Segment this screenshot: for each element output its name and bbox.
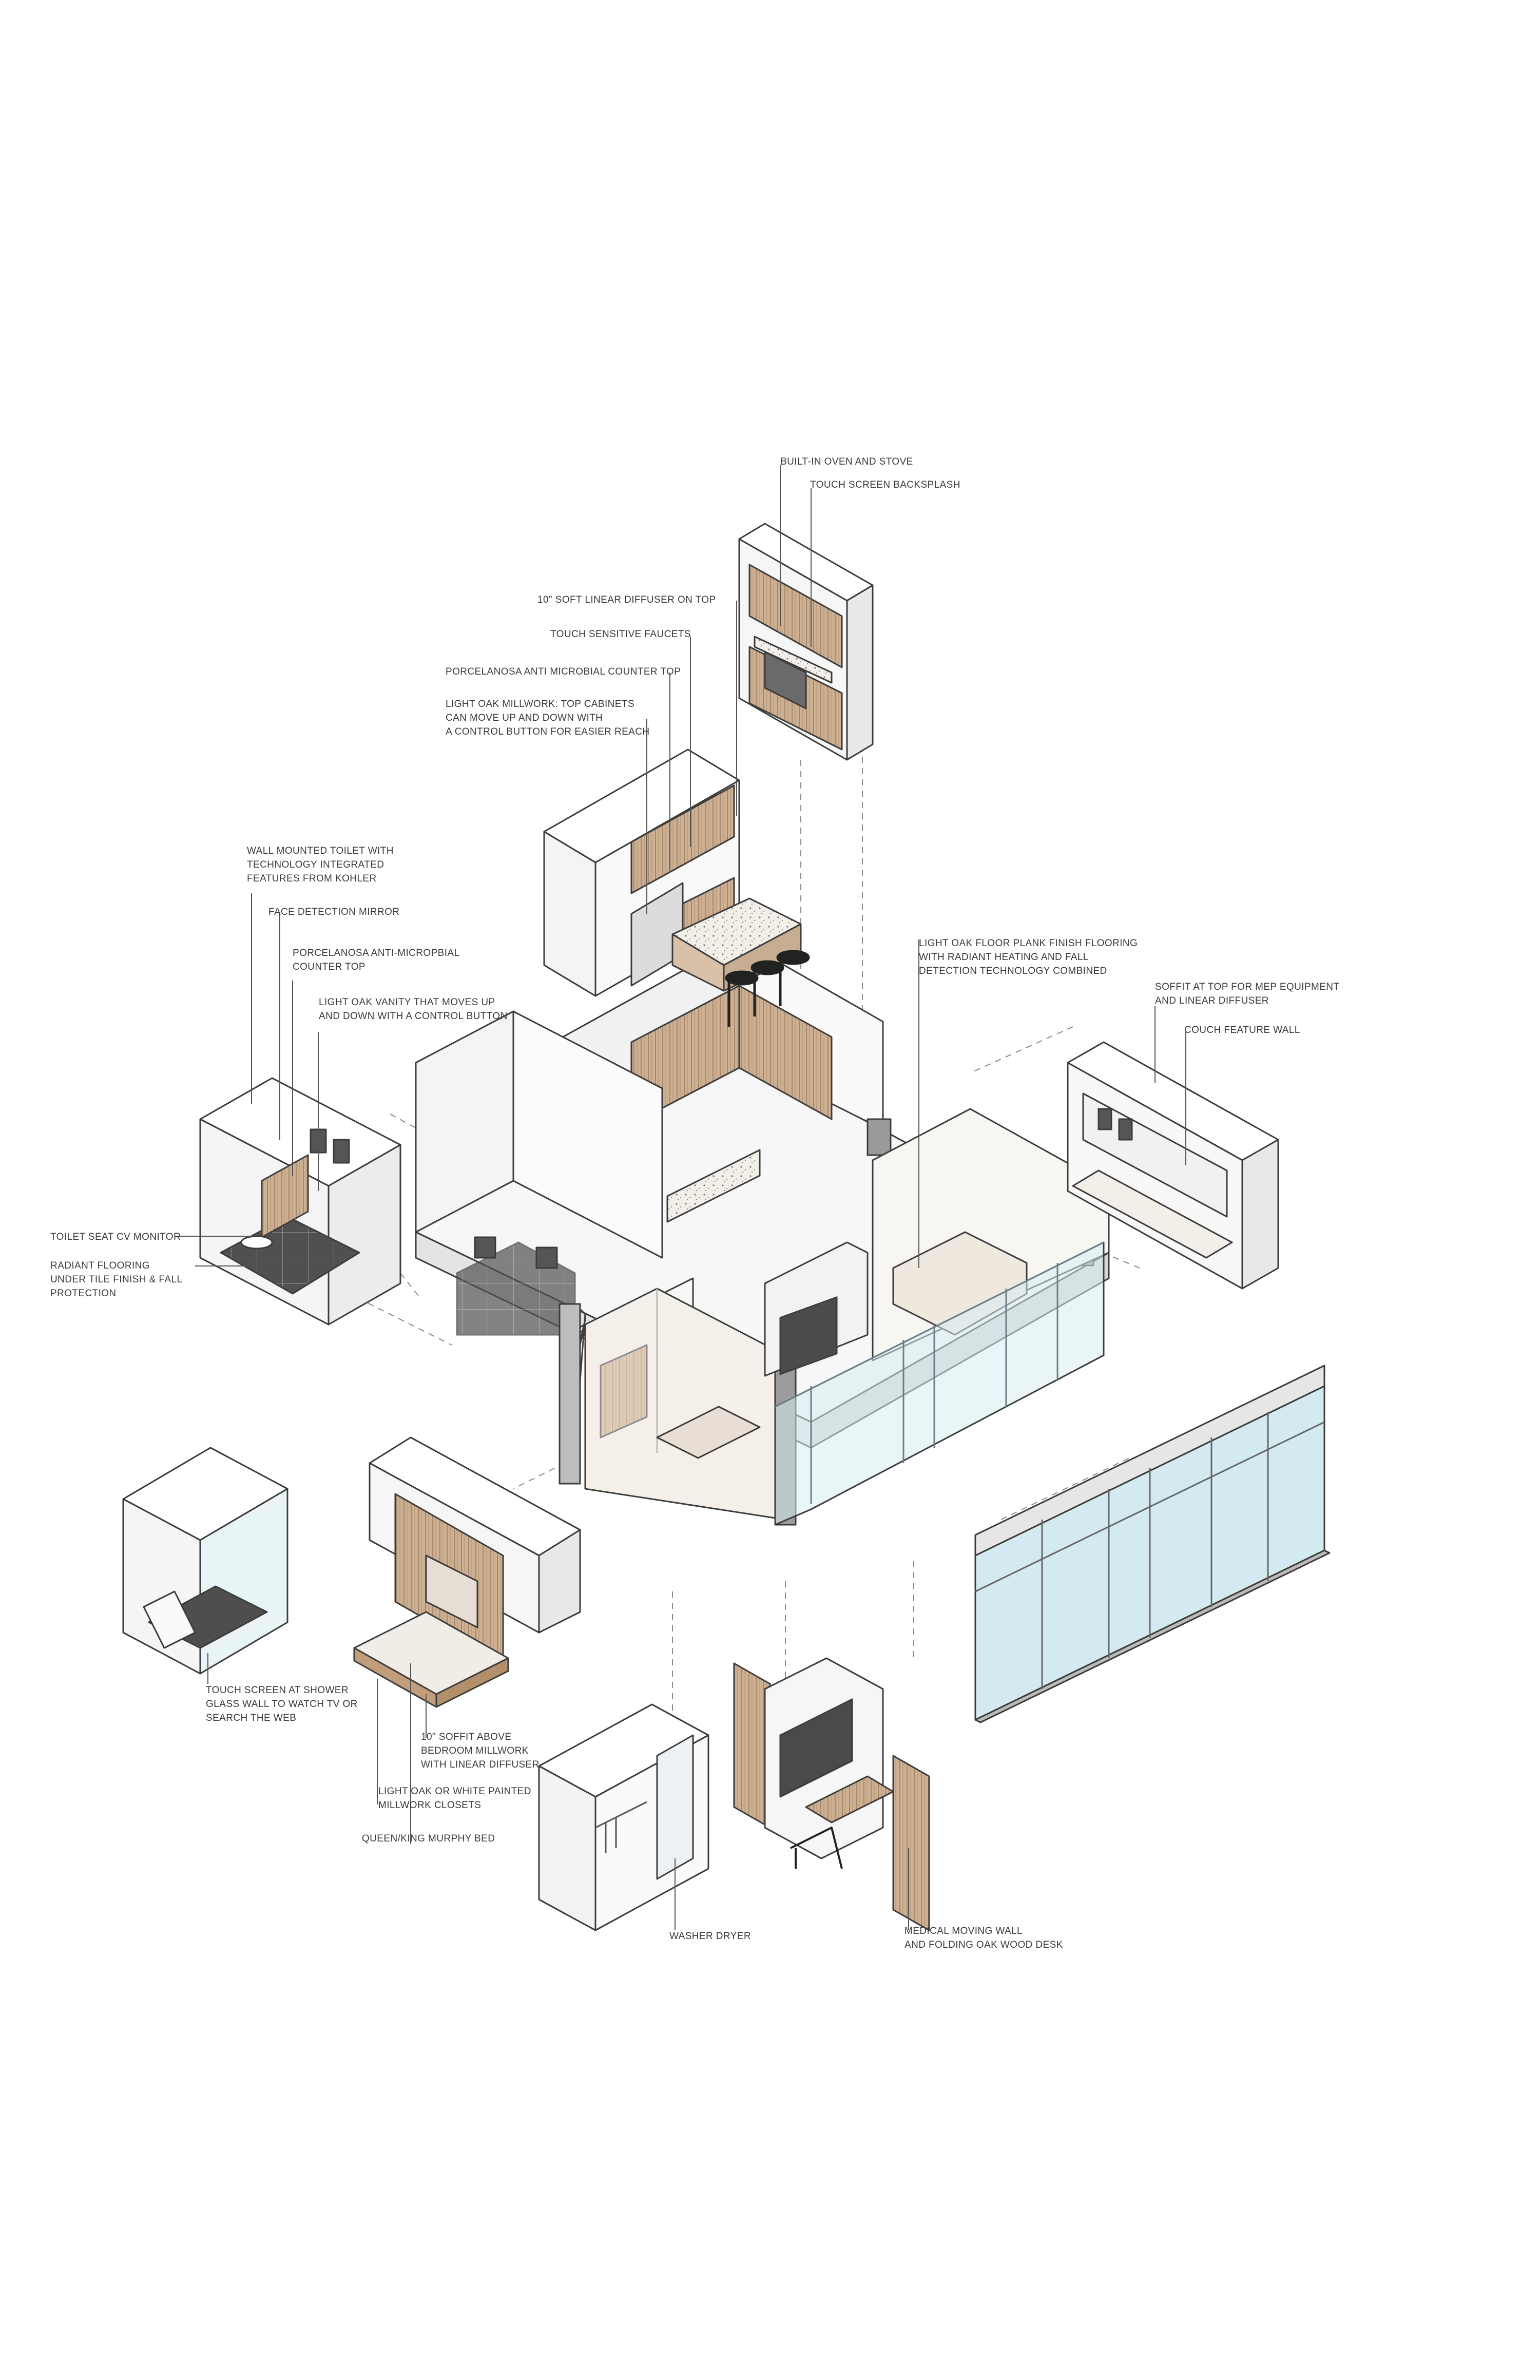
callout-touch-sensitive-faucets: TOUCH SENSITIVE FAUCETS bbox=[550, 629, 691, 640]
callout-built-in-oven: BUILT-IN OVEN AND STOVE bbox=[780, 456, 913, 467]
callout-toilet-seat-monitor: TOILET SEAT CV MONITOR bbox=[50, 1232, 181, 1242]
callout-soft-linear-diffuser: 10" SOFT LINEAR DIFFUSER ON TOP bbox=[537, 594, 716, 605]
callout-kitchen-millwork: LIGHT OAK MILLWORK: TOP CABINETS CAN MOV… bbox=[446, 699, 650, 737]
callout-soffit-mep: SOFFIT AT TOP FOR MEP EQUIPMENT AND LINE… bbox=[1155, 982, 1340, 1006]
couch-wall-module bbox=[1067, 1041, 1279, 1290]
callout-radiant-flooring: RADIANT FLOORING UNDER TILE FINISH & FAL… bbox=[50, 1260, 183, 1299]
callout-millwork-closets: LIGHT OAK OR WHITE PAINTED MILLWORK CLOS… bbox=[378, 1786, 531, 1811]
medical-wall-module bbox=[733, 1657, 930, 1931]
callout-floor-plank-finish: LIGHT OAK FLOOR PLANK FINISH FLOORING WI… bbox=[919, 938, 1138, 976]
callout-bath-counter-top: PORCELANOSA ANTI-MICROPBIAL COUNTER TOP bbox=[293, 948, 460, 972]
callout-bedroom-soffit: 10" SOFFIT ABOVE BEDROOM MILLWORK WITH L… bbox=[421, 1732, 540, 1770]
kitchen-module bbox=[543, 748, 810, 1027]
callout-oak-vanity: LIGHT OAK VANITY THAT MOVES UP AND DOWN … bbox=[319, 997, 508, 1022]
oven-stove-module bbox=[738, 523, 874, 761]
bathroom-module bbox=[199, 1077, 401, 1326]
central-apartment-model bbox=[415, 938, 1110, 1526]
window-wall-module bbox=[974, 1365, 1331, 1723]
callout-wall-mounted-toilet: WALL MOUNTED TOILET WITH TECHNOLOGY INTE… bbox=[247, 846, 394, 884]
callout-touch-screen-backsplash: TOUCH SCREEN BACKSPLASH bbox=[810, 479, 960, 490]
callout-medical-moving-wall: MEDICAL MOVING WALL AND FOLDING OAK WOOD… bbox=[904, 1926, 1063, 1950]
washer-dryer-module bbox=[538, 1703, 709, 1931]
callout-shower-touch-screen: TOUCH SCREEN AT SHOWER GLASS WALL TO WAT… bbox=[206, 1685, 358, 1723]
leader-lines bbox=[177, 465, 1186, 1930]
callout-washer-dryer: WASHER DRYER bbox=[669, 1931, 751, 1942]
callout-couch-feature-wall: COUCH FEATURE WALL bbox=[1184, 1025, 1300, 1035]
callout-murphy-bed: QUEEN/KING MURPHY BED bbox=[362, 1833, 495, 1844]
callout-kitchen-counter-top: PORCELANOSA ANTI MICROBIAL COUNTER TOP bbox=[446, 666, 681, 677]
murphy-bed-module bbox=[353, 1436, 581, 1708]
shower-module bbox=[122, 1447, 288, 1675]
callout-face-detection-mirror: FACE DETECTION MIRROR bbox=[268, 907, 400, 917]
